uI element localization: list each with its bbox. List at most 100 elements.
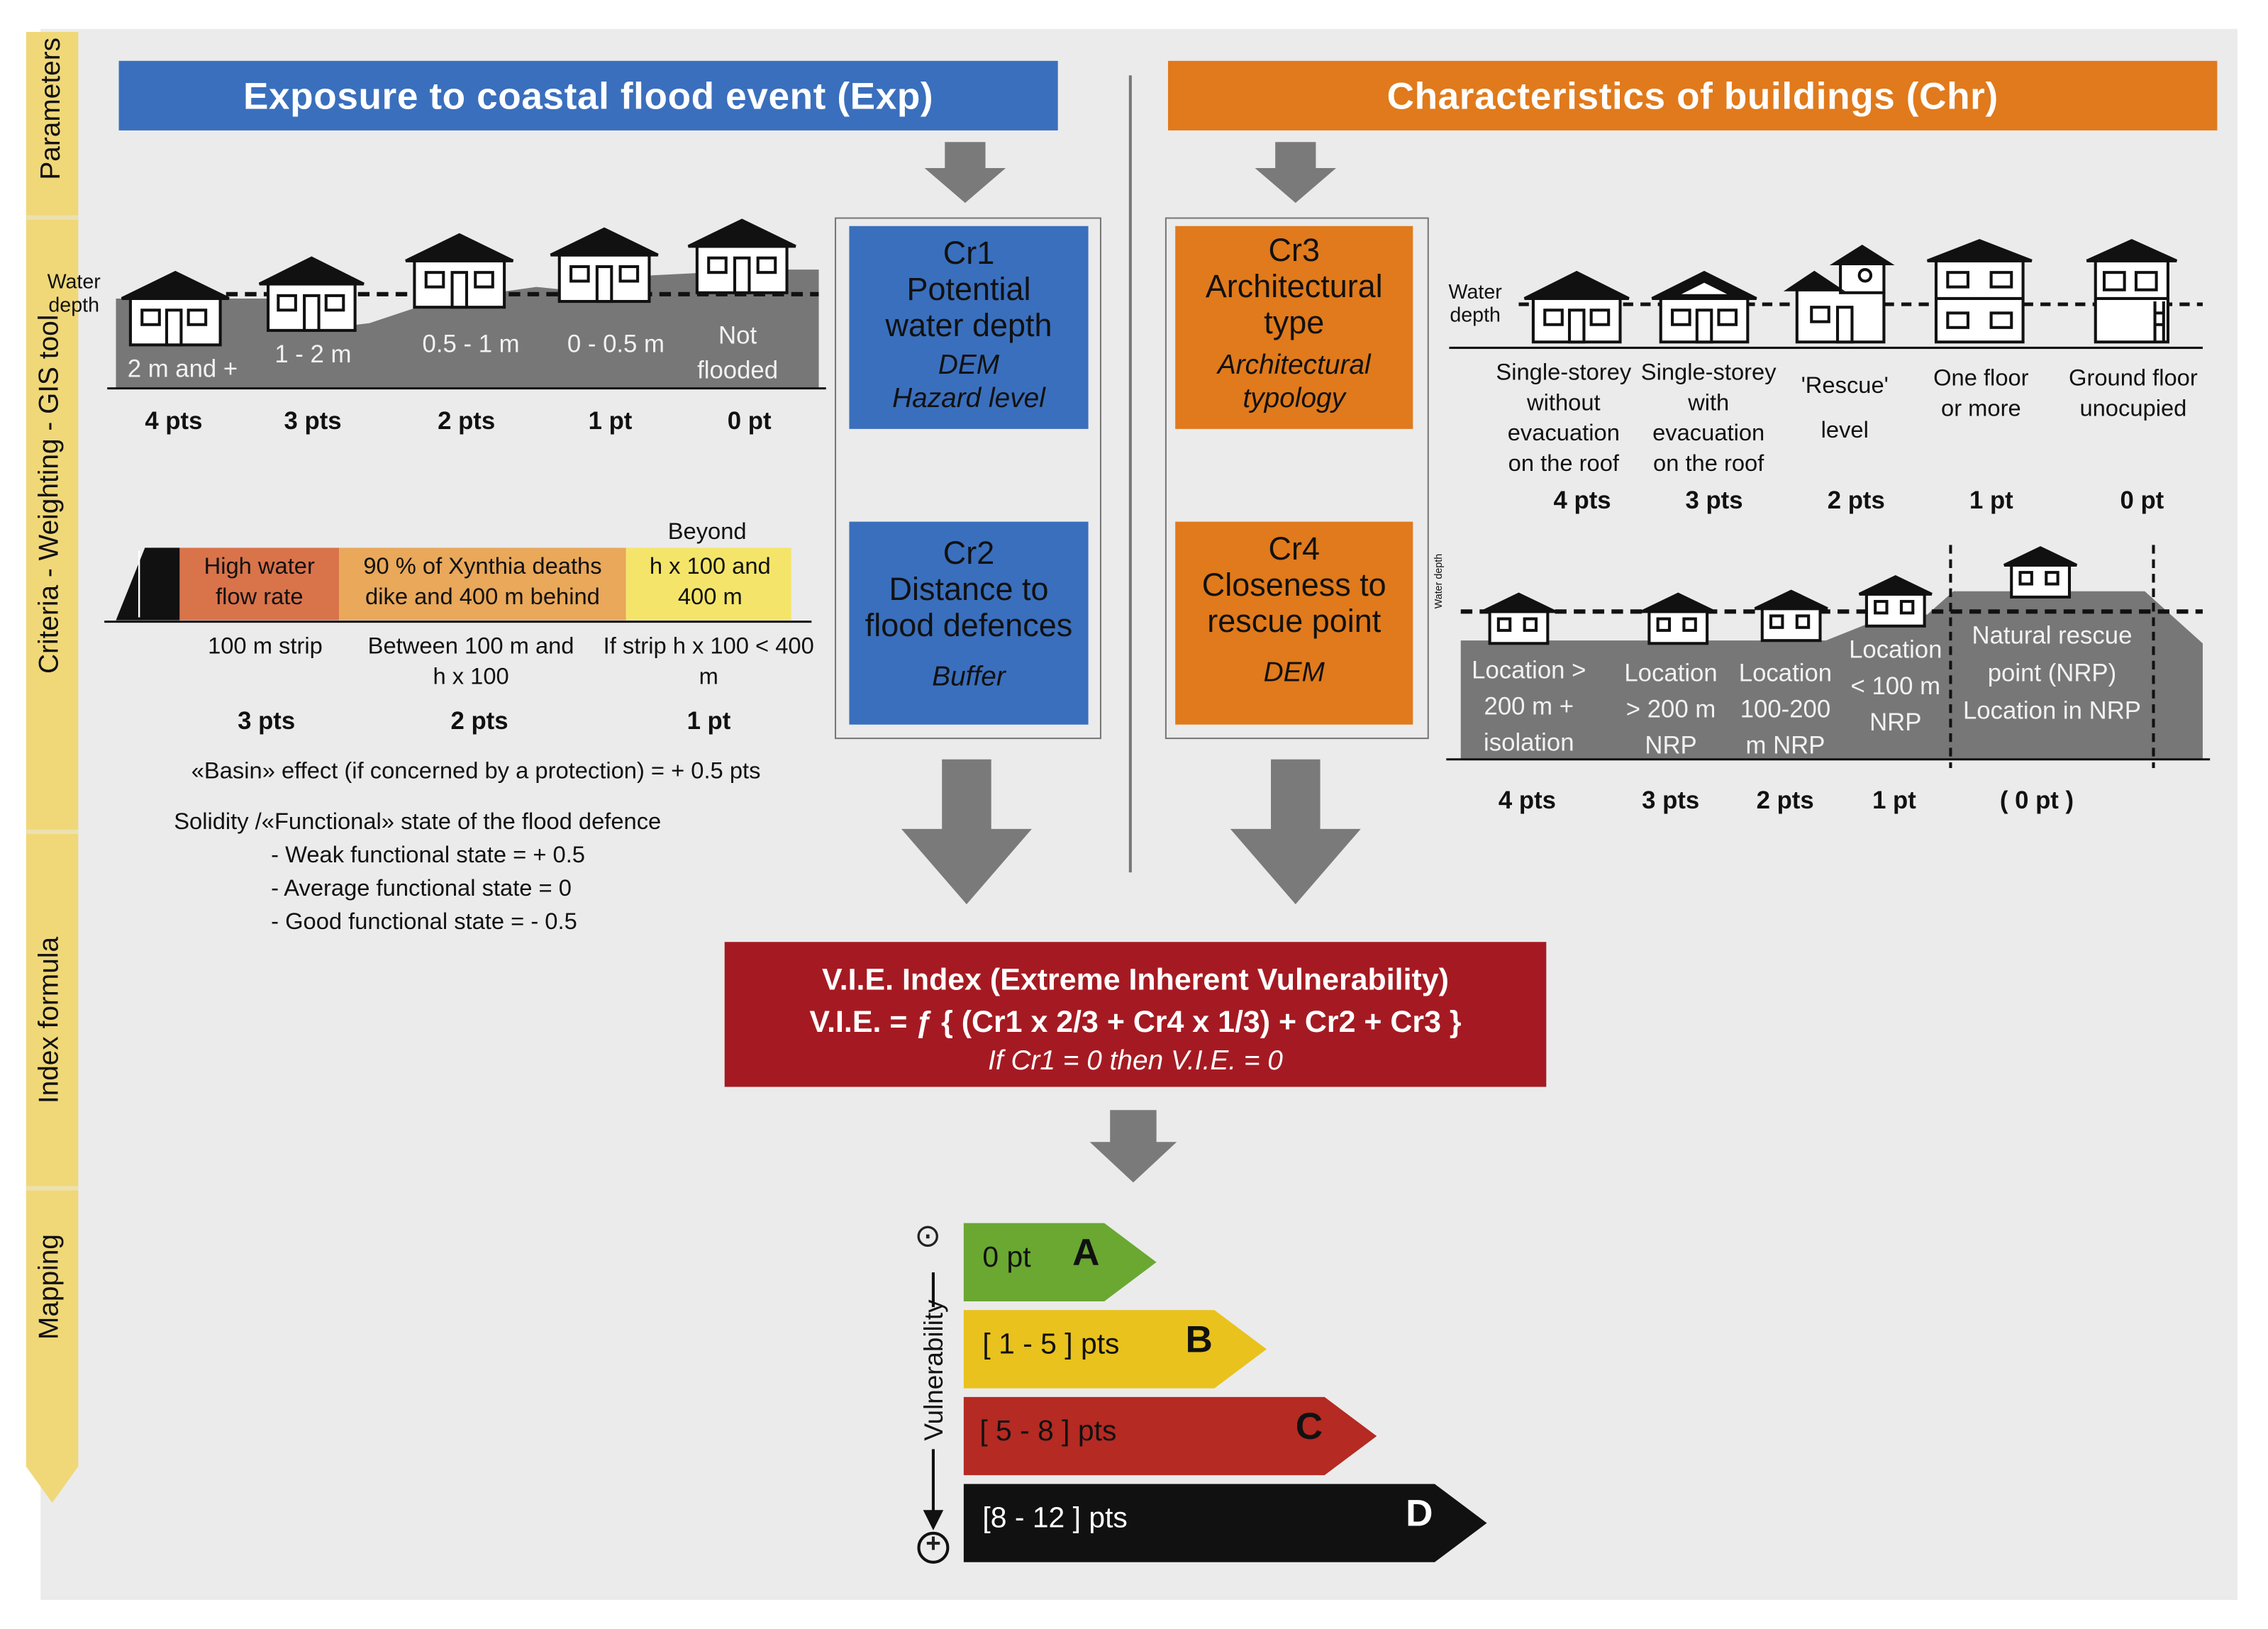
house-depth-5 xyxy=(687,218,796,294)
depth-points-3: 2 pts xyxy=(438,407,496,435)
vulnerability-axis-arrow xyxy=(917,1272,950,1564)
strip-points-1: 3 pts xyxy=(238,707,296,735)
cr1-tool-hazard: Hazard level xyxy=(892,384,1045,415)
vie-condition: If Cr1 = 0 then V.I.E. = 0 xyxy=(988,1046,1283,1077)
cr1-code: Cr1 xyxy=(943,235,995,272)
class-arrow-a xyxy=(963,1223,1157,1301)
arch-points-4: 1 pt xyxy=(1969,487,2013,515)
vie-title: V.I.E. Index (Extreme Inherent Vulnerabi… xyxy=(822,963,1449,997)
class-range-d: [8 - 12 ] pts xyxy=(982,1503,1128,1535)
rescue-class-2: Location > 200 m NRP xyxy=(1624,659,1718,760)
strip-zone-xynthia: 90 % of Xynthia deaths dike and 400 m be… xyxy=(363,555,602,611)
cr4-tool-dem: DEM xyxy=(1263,657,1325,689)
house-arch-4 xyxy=(1926,239,2033,344)
house-depth-1 xyxy=(121,270,230,347)
rescue-points-3: 2 pts xyxy=(1756,786,1814,815)
stage-strip xyxy=(26,31,79,1503)
cr1-name: Potential water depth xyxy=(885,271,1052,344)
criterion-cr2: Cr2 Distance to flood defences Buffer xyxy=(849,521,1089,725)
depth-class-4: 0 - 0.5 m xyxy=(567,330,665,358)
cr4-name: Closeness to rescue point xyxy=(1201,566,1386,640)
house-rescue-2 xyxy=(1641,592,1716,645)
rescue-points-1: 4 pts xyxy=(1498,786,1556,815)
solidity-weak: - Weak functional state = + 0.5 xyxy=(271,843,585,868)
class-arrow-c xyxy=(963,1396,1377,1476)
arch-points-3: 2 pts xyxy=(1827,487,1885,515)
strip-caption-between: Between 100 m and h x 100 xyxy=(367,635,574,690)
arch-class-2: Single-storey with evacuation on the roo… xyxy=(1640,360,1777,477)
vie-formula: V.I.E. = ƒ { (Cr1 x 2/3 + Cr4 x 1/3) + C… xyxy=(809,1006,1462,1040)
arch-points-2: 3 pts xyxy=(1685,487,1743,515)
rescue-points-2: 3 pts xyxy=(1642,786,1700,815)
class-arrow-d xyxy=(963,1484,1487,1562)
criteria-frame-left xyxy=(834,217,1101,740)
rescue-points-5: ( 0 pt ) xyxy=(1999,786,2074,815)
rescue-class-3: Location 100-200 m NRP xyxy=(1738,659,1833,760)
exp-header: Exposure to coastal flood event (Exp) xyxy=(118,60,1058,130)
class-range-a: 0 pt xyxy=(982,1242,1031,1274)
house-depth-4 xyxy=(550,227,659,304)
dike-strip-diagram xyxy=(104,547,812,623)
house-arch-1 xyxy=(1523,270,1630,344)
arch-class-3: 'Rescue' level xyxy=(1801,374,1889,444)
house-arch-5 xyxy=(2086,238,2178,344)
house-depth-2 xyxy=(258,256,365,332)
cr2-code: Cr2 xyxy=(943,535,995,572)
strip-beyond-label: Beyond xyxy=(667,520,747,545)
strip-caption-if-strip: If strip h x 100 < 400 m xyxy=(603,635,814,690)
architecture-illustration xyxy=(1449,238,2203,349)
class-range-c: [ 5 - 8 ] pts xyxy=(979,1416,1117,1448)
class-letter-b: B xyxy=(1185,1317,1213,1361)
more-vulnerable-symbol: + xyxy=(925,1528,941,1558)
arch-class-5: Ground floor unocupied xyxy=(2069,366,2198,422)
arch-points-1: 4 pts xyxy=(1553,487,1611,515)
vulnerability-classes-chart xyxy=(963,1223,1487,1562)
cr3-tool-typology: Architectural typology xyxy=(1217,350,1371,415)
arch-class-4: One floor or more xyxy=(1933,366,2029,422)
solidity-good: - Good functional state = - 0.5 xyxy=(271,910,577,935)
cr2-name: Distance to flood defences xyxy=(865,571,1073,644)
cr1-tool-dem: DEM xyxy=(938,350,1000,382)
cr2-tool-buffer: Buffer xyxy=(932,662,1006,693)
exp-water-depth-label: Water depth xyxy=(47,269,101,316)
depth-class-2: 1 - 2 m xyxy=(274,340,352,369)
house-depth-3 xyxy=(405,233,514,309)
arch-points-5: 0 pt xyxy=(2120,487,2164,515)
cr3-name: Architectural type xyxy=(1205,268,1383,341)
arrow-cr-right-down xyxy=(1230,759,1361,905)
rescue-water-depth-label: Water depth xyxy=(1434,553,1445,609)
class-letter-c: C xyxy=(1295,1404,1323,1448)
strip-caption-100m: 100 m strip xyxy=(208,635,323,660)
class-arrow-b xyxy=(963,1310,1267,1389)
solidity-average: - Average functional state = 0 xyxy=(271,877,572,901)
house-arch-3 xyxy=(1783,244,1895,344)
house-rescue-4 xyxy=(1858,575,1933,628)
cr3-code: Cr3 xyxy=(1268,231,1320,269)
criterion-cr3: Cr3 Architectural type Architectural typ… xyxy=(1175,226,1413,429)
cr4-code: Cr4 xyxy=(1268,530,1320,567)
class-letter-d: D xyxy=(1406,1491,1433,1535)
depth-points-1: 4 pts xyxy=(145,407,203,435)
class-letter-a: A xyxy=(1072,1230,1100,1274)
chr-water-depth-label: Water depth xyxy=(1448,279,1502,326)
house-rescue-5 xyxy=(2003,546,2078,599)
house-rescue-3 xyxy=(1754,589,1828,643)
rescue-points-4: 1 pt xyxy=(1872,786,1916,815)
strip-points-2: 2 pts xyxy=(450,707,508,735)
less-vulnerable-symbol: ⊙ xyxy=(914,1217,942,1254)
depth-points-4: 1 pt xyxy=(588,407,633,435)
rescue-class-4: Location < 100 m NRP xyxy=(1849,636,1942,737)
rescue-class-5: Natural rescue point (NRP) Location in N… xyxy=(1962,621,2141,725)
rescue-point-illustration xyxy=(1446,545,2211,769)
arch-class-1: Single-storey without evacuation on the … xyxy=(1496,360,1632,477)
strip-points-3: 1 pt xyxy=(686,707,731,735)
strip-zone-high-flow: High water flow rate xyxy=(204,555,315,611)
depth-class-5: Not flooded xyxy=(697,321,779,384)
depth-class-3: 0.5 - 1 m xyxy=(422,330,520,358)
class-range-b: [ 1 - 5 ] pts xyxy=(982,1328,1120,1361)
criterion-cr4: Cr4 Closeness to rescue point DEM xyxy=(1175,521,1413,725)
arrow-exp-down xyxy=(924,142,1006,204)
depth-points-2: 3 pts xyxy=(284,407,342,435)
chr-header: Characteristics of buildings (Chr) xyxy=(1167,60,2218,130)
criteria-frame-right xyxy=(1164,217,1429,740)
